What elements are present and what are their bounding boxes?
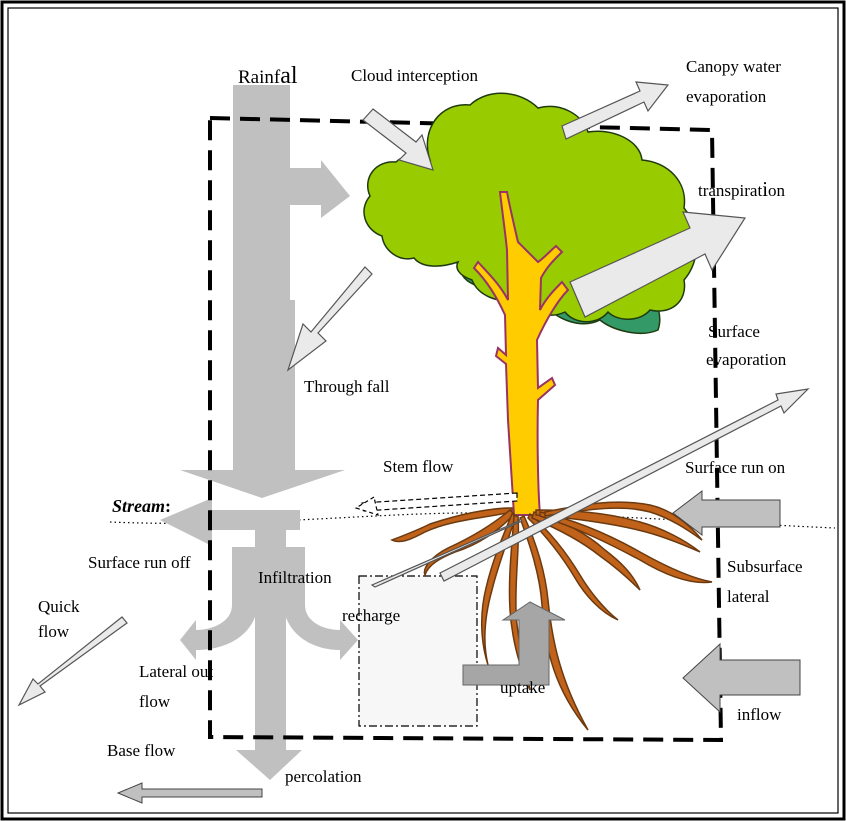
through-fall-arrow bbox=[288, 267, 372, 370]
label-surface-run-off: Surface run off bbox=[88, 553, 191, 572]
label-quick-flow-1: Quick bbox=[38, 597, 80, 616]
label-through-fall: Through fall bbox=[304, 377, 390, 396]
label-cloud-interception: Cloud interception bbox=[351, 66, 479, 85]
label-surface-run-on: Surface run on bbox=[685, 458, 786, 477]
label-lateral-out-flow-2: flow bbox=[139, 692, 171, 711]
label-subsurface-lateral-2: lateral bbox=[727, 587, 770, 606]
label-percolation: percolation bbox=[285, 767, 362, 786]
inflow-arrow bbox=[683, 644, 800, 712]
label-quick-flow-2: flow bbox=[38, 622, 70, 641]
label-lateral-out-flow-1: Lateral out bbox=[139, 662, 213, 681]
label-recharge: recharge bbox=[342, 606, 400, 625]
label-rainfall: Rainfal bbox=[238, 63, 298, 89]
label-inflow: inflow bbox=[737, 705, 782, 724]
label-base-flow: Base flow bbox=[107, 741, 176, 760]
label-stream: Stream: bbox=[112, 496, 171, 516]
label-infiltration: Infiltration bbox=[258, 568, 332, 587]
label-surface-evaporation-2: evaporation bbox=[706, 350, 787, 369]
label-stem-flow: Stem flow bbox=[383, 457, 454, 476]
label-uptake: uptake bbox=[500, 678, 545, 697]
label-subsurface-lateral-1: Subsurface bbox=[727, 557, 803, 576]
label-canopy-water-evaporation-2: evaporation bbox=[686, 87, 767, 106]
base-flow-arrow bbox=[118, 783, 262, 803]
label-canopy-water-evaporation-1: Canopy water bbox=[686, 57, 781, 76]
label-surface-evaporation-1: Surface bbox=[708, 322, 760, 341]
recharge-zone bbox=[359, 576, 477, 726]
quick-flow-arrow bbox=[19, 617, 127, 705]
label-transpiration: transpiration bbox=[698, 177, 786, 201]
canopy-evaporation-arrow bbox=[562, 82, 668, 139]
